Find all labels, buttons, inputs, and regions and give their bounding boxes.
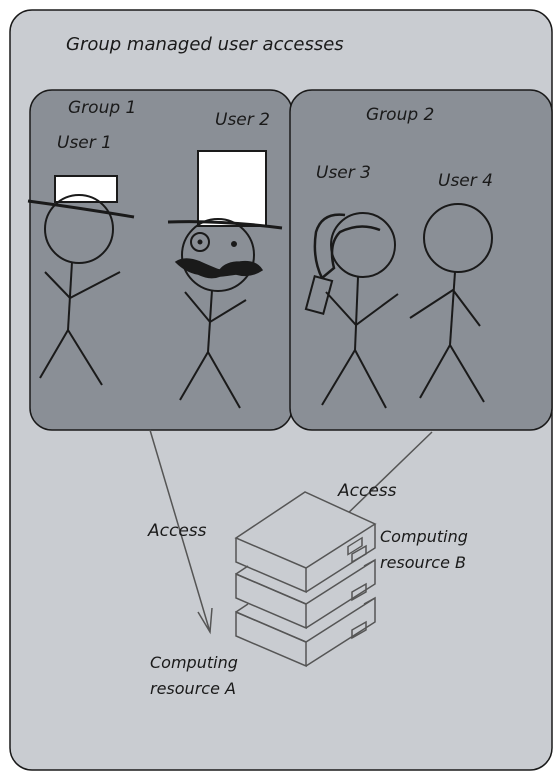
edge-group1-resourceA: Access	[147, 429, 213, 635]
stick-figure-icon	[174, 218, 264, 409]
diagram-title: Group managed user accesses	[66, 34, 344, 55]
user-1: User 1	[27, 133, 135, 386]
group-1: Group 1 User 1 User 2	[27, 89, 293, 431]
group-2: Group 2 User 3 User 4	[289, 89, 553, 431]
resource-b-label-line1: Computing	[380, 527, 468, 546]
stick-figure-icon	[39, 194, 121, 386]
user-3-label: User 3	[316, 163, 371, 183]
phone-icon	[304, 275, 334, 315]
arrow-icon	[149, 429, 211, 633]
edge-1-label: Access	[147, 521, 207, 541]
resource-a-label-line2: resource A	[150, 679, 236, 698]
top-hat-icon	[167, 150, 283, 230]
resource-b-label-line2: resource B	[380, 553, 466, 572]
server-stack-icon	[234, 491, 377, 668]
group-2-label: Group 2	[366, 105, 434, 125]
stick-figure-icon	[409, 203, 493, 403]
user-4-label: User 4	[438, 171, 493, 191]
user-3: User 3	[304, 163, 399, 409]
stick-figure-icon	[304, 212, 399, 409]
monocle-icon	[190, 232, 210, 252]
user-2-label: User 2	[215, 110, 270, 130]
user-1-label: User 1	[57, 133, 112, 153]
user-2: User 2	[167, 110, 283, 409]
group-2-box	[289, 89, 553, 431]
long-hair-icon	[313, 213, 381, 280]
user-4: User 4	[409, 171, 493, 403]
group-1-label: Group 1	[68, 98, 136, 118]
edge-2-label: Access	[337, 481, 397, 501]
mustache-icon	[174, 258, 264, 279]
resource-a-label-line1: Computing	[150, 653, 238, 672]
